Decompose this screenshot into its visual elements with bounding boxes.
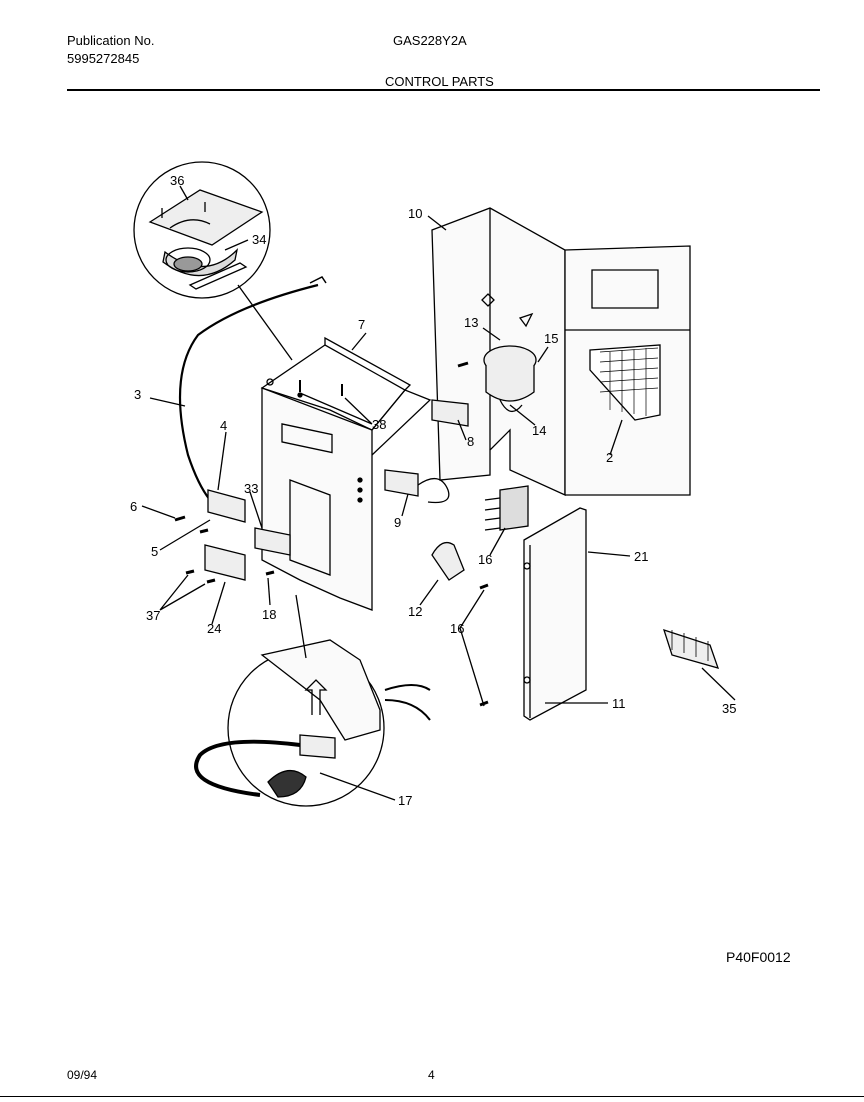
callout-37: 37 [146, 608, 161, 623]
callout-4: 4 [220, 418, 228, 433]
callout-2: 2 [606, 450, 614, 465]
callout-3: 3 [134, 387, 142, 402]
capacitor [484, 346, 536, 411]
footer-rule [0, 1096, 864, 1097]
callout-9: 9 [394, 515, 402, 530]
model-number: GAS228Y2A [393, 33, 467, 48]
callout-35: 35 [722, 701, 737, 716]
callout-33: 33 [244, 481, 259, 496]
callout-16-a: 16 [478, 552, 493, 567]
callout-13: 13 [464, 315, 479, 330]
callout-21: 21 [634, 549, 649, 564]
publication-label: Publication No. [67, 33, 155, 48]
callout-7: 7 [358, 317, 366, 332]
footer-page-number: 4 [428, 1068, 435, 1082]
header-rule [67, 89, 820, 91]
publication-number: 5995272845 [67, 51, 140, 66]
callout-14: 14 [532, 423, 547, 438]
detail-circle-fan-motor [134, 162, 270, 298]
callout-8: 8 [467, 434, 475, 449]
right-panel [432, 208, 690, 495]
callout-24: 24 [207, 621, 222, 636]
section-title: CONTROL PARTS [385, 74, 494, 89]
callout-36: 36 [170, 173, 185, 188]
callout-18: 18 [262, 607, 277, 622]
callout-17: 17 [398, 793, 413, 808]
callout-11: 11 [612, 696, 626, 711]
figure-code: P40F0012 [726, 949, 791, 965]
callout-5: 5 [151, 544, 159, 559]
footer-date: 09/94 [67, 1068, 98, 1082]
callout-6: 6 [130, 499, 138, 514]
callout-34: 34 [252, 232, 267, 247]
callout-12: 12 [408, 604, 423, 619]
detail-circle-power-cord [196, 640, 430, 806]
callout-10: 10 [408, 206, 423, 221]
callout-15: 15 [544, 331, 559, 346]
callout-16-b: 16 [450, 621, 465, 636]
callout-38: 38 [372, 417, 387, 432]
